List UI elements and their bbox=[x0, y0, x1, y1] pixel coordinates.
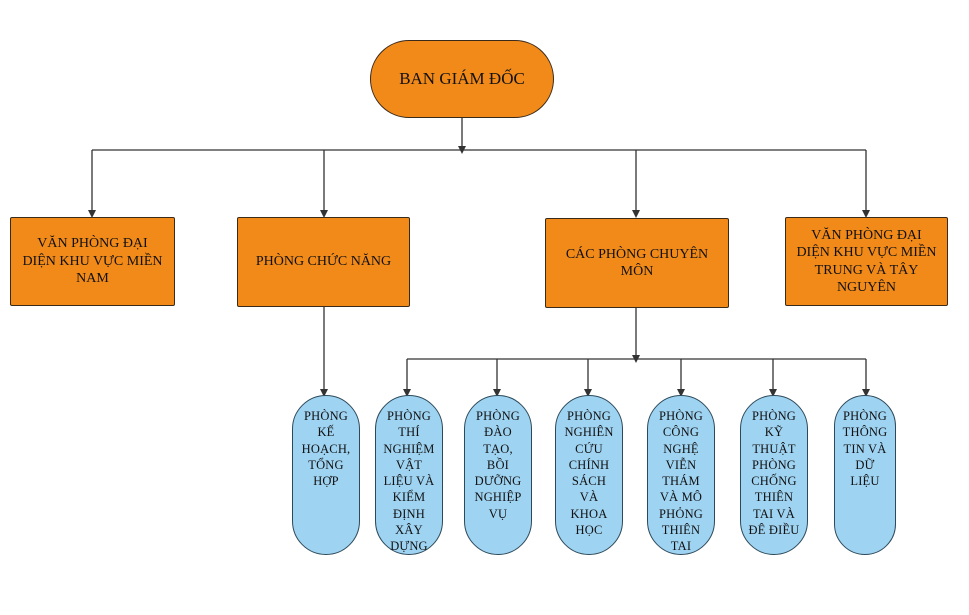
unit-disaster-engineering: PHÒNG KỸ THUẬT PHÒNG CHỐNG THIÊN TAI VÀ … bbox=[740, 395, 808, 555]
unit-planning: PHÒNG KẾ HOẠCH, TỔNG HỢP bbox=[292, 395, 360, 555]
unit-label: PHÒNG THÍ NGHIỆM VẬT LIỆU VÀ KIỂM ĐỊNH X… bbox=[383, 409, 435, 553]
dept-label: PHÒNG CHỨC NĂNG bbox=[255, 254, 392, 270]
unit-label: PHÒNG KỸ THUẬT PHÒNG CHỐNG THIÊN TAI VÀ … bbox=[748, 409, 800, 537]
dept-functional: PHÒNG CHỨC NĂNG bbox=[237, 217, 410, 307]
unit-label: PHÒNG KẾ HOẠCH, TỔNG HỢP bbox=[301, 409, 351, 488]
dept-label: VĂN PHÒNG ĐẠI DIỆN KHU VỰC MIỀN TRUNG VÀ… bbox=[796, 227, 937, 296]
unit-label: PHÒNG ĐÀO TẠO, BỒI DƯỠNG NGHIỆP VỤ bbox=[474, 409, 522, 521]
dept-specialized: CÁC PHÒNG CHUYÊN MÔN bbox=[545, 218, 729, 308]
unit-label: PHÒNG THÔNG TIN VÀ DỮ LIỆU bbox=[842, 409, 888, 488]
unit-label: PHÒNG NGHIÊN CỨU CHÍNH SÁCH VÀ KHOA HỌC bbox=[564, 409, 614, 537]
root-label: BAN GIÁM ĐỐC bbox=[399, 69, 525, 89]
unit-remote-sensing: PHÒNG CÔNG NGHỆ VIỄN THÁM VÀ MÔ PHỎNG TH… bbox=[647, 395, 715, 555]
unit-training: PHÒNG ĐÀO TẠO, BỒI DƯỠNG NGHIỆP VỤ bbox=[464, 395, 532, 555]
dept-southern-office: VĂN PHÒNG ĐẠI DIỆN KHU VỰC MIỀN NAM bbox=[10, 217, 175, 306]
dept-label: CÁC PHÒNG CHUYÊN MÔN bbox=[565, 246, 709, 280]
unit-policy-research: PHÒNG NGHIÊN CỨU CHÍNH SÁCH VÀ KHOA HỌC bbox=[555, 395, 623, 555]
dept-label: VĂN PHÒNG ĐẠI DIỆN KHU VỰC MIỀN NAM bbox=[22, 236, 163, 287]
dept-central-highlands-office: VĂN PHÒNG ĐẠI DIỆN KHU VỰC MIỀN TRUNG VÀ… bbox=[785, 217, 948, 306]
unit-materials-lab: PHÒNG THÍ NGHIỆM VẬT LIỆU VÀ KIỂM ĐỊNH X… bbox=[375, 395, 443, 555]
root-node: BAN GIÁM ĐỐC bbox=[370, 40, 554, 118]
unit-label: PHÒNG CÔNG NGHỆ VIỄN THÁM VÀ MÔ PHỎNG TH… bbox=[658, 409, 704, 553]
unit-information-data: PHÒNG THÔNG TIN VÀ DỮ LIỆU bbox=[834, 395, 896, 555]
